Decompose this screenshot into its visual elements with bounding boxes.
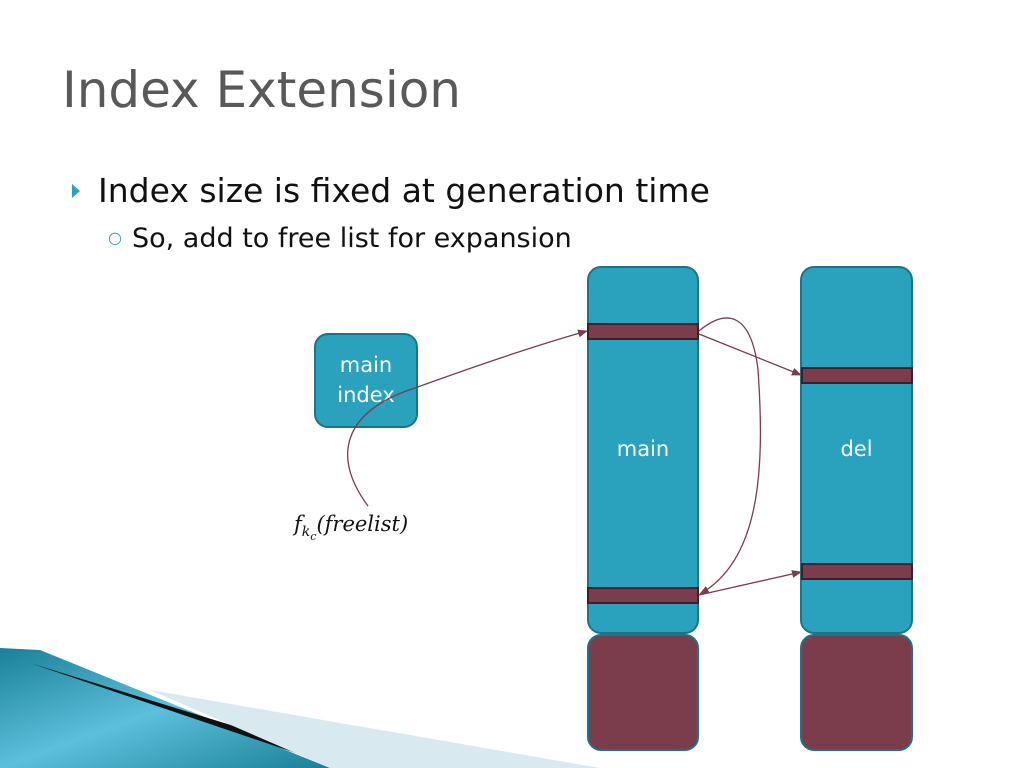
main-index-label: main index [337, 353, 395, 407]
del-bottom-record [801, 563, 913, 580]
main-column-label: main [616, 437, 670, 461]
main-top-record [587, 323, 699, 340]
main-overflow-block [587, 634, 699, 751]
del-overflow-block [800, 634, 913, 751]
bullet-item: Index size is fixed at generation time [72, 170, 710, 212]
main-top-to-del-top-arrow [698, 333, 802, 376]
bullet-text: Index size is fixed at generation time [98, 171, 710, 210]
del-top-record [801, 367, 913, 384]
circle-bullet-icon: ○ [108, 228, 122, 247]
freelist-formula: fkc(freelist) [294, 512, 408, 543]
formula-subsubscript: c [310, 529, 317, 543]
main-index-box: main index [314, 333, 418, 428]
main-top-to-main-bottom-arrow [698, 317, 762, 595]
main-column: main [587, 266, 699, 634]
main-bottom-record [587, 587, 699, 604]
formula-argument: (freelist) [316, 512, 409, 536]
del-column-label: del [840, 437, 873, 461]
main-bottom-to-del-bottom-arrow [698, 570, 802, 596]
formula-subscript: k [301, 524, 311, 541]
triangle-bullet-icon [72, 184, 80, 198]
formula-base: f [294, 512, 302, 536]
slide-title: Index Extension [62, 61, 461, 119]
sub-bullet-text: So, add to free list for expansion [131, 223, 572, 254]
sub-bullet-item: ○ So, add to free list for expansion [108, 221, 572, 256]
